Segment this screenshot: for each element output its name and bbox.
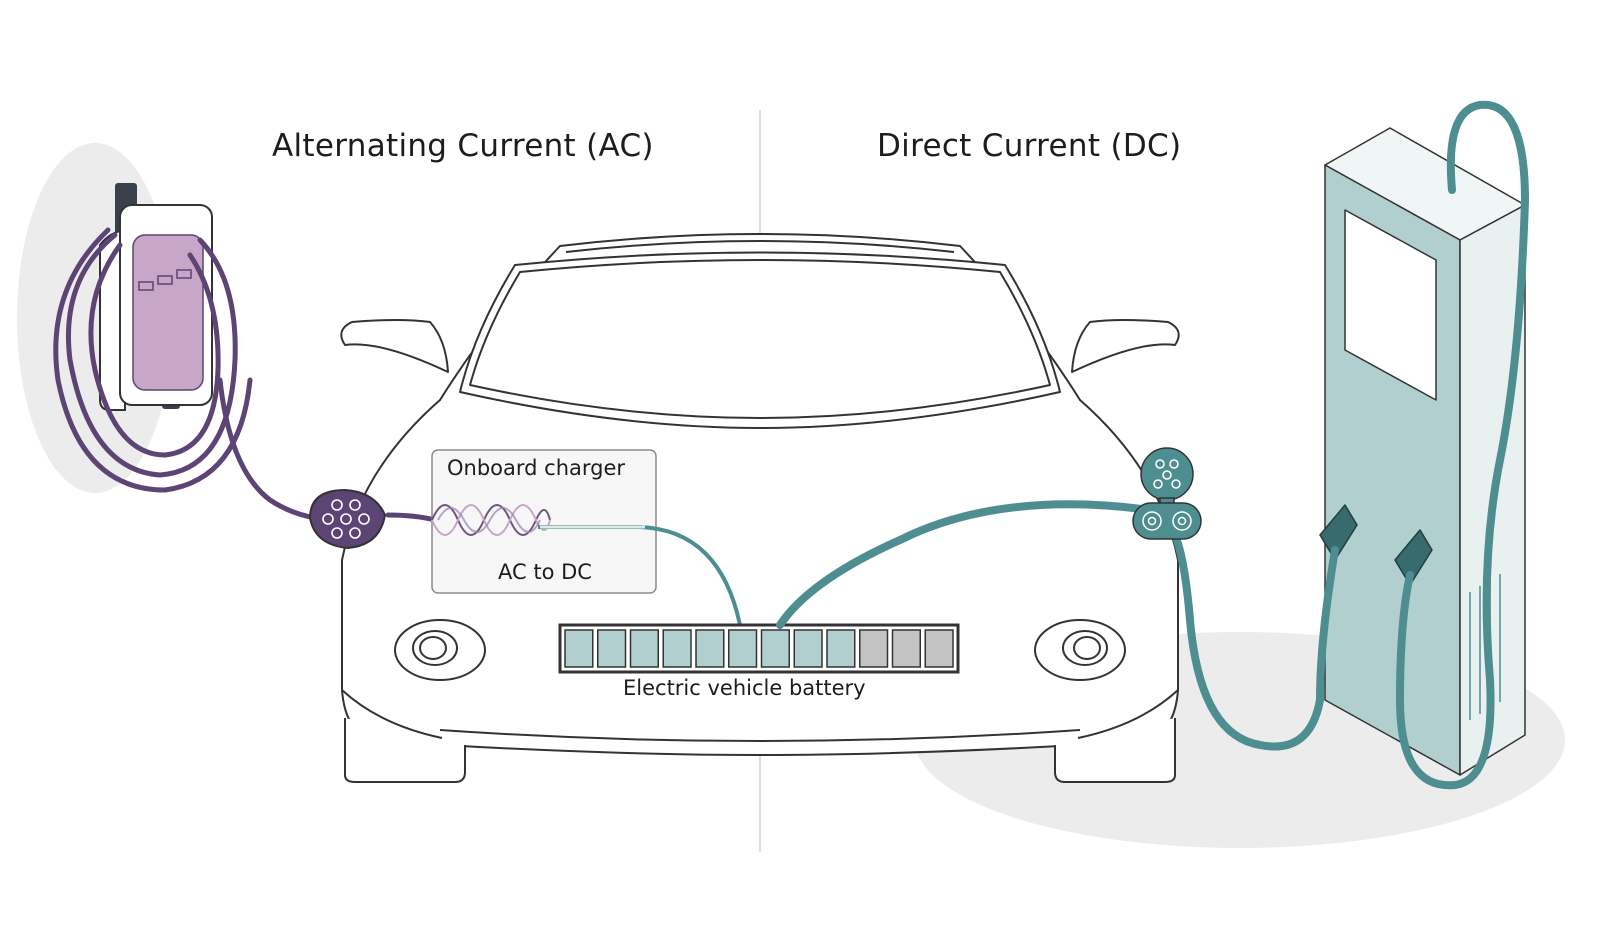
battery-cell — [629, 629, 659, 668]
battery-frame — [558, 623, 960, 674]
car-outline — [340, 233, 1180, 783]
battery-cell — [564, 629, 594, 668]
battery-cell — [924, 629, 954, 668]
dc-line-ac-side — [538, 525, 742, 626]
dc-cable — [776, 100, 1530, 790]
dc-charging-station-icon — [1319, 127, 1526, 776]
battery-cell — [793, 629, 823, 668]
battery-cell — [826, 629, 856, 668]
onboard-charger-title: Onboard charger — [447, 456, 626, 480]
battery-cell — [859, 629, 889, 668]
onboard-charger-subtitle: AC to DC — [498, 560, 592, 584]
type2-plug-icon — [308, 488, 387, 550]
ac-title: Alternating Current (AC) — [272, 128, 654, 164]
battery-cell — [760, 629, 790, 668]
battery-cell — [728, 629, 758, 668]
battery — [558, 623, 960, 674]
ccs-plug-icon — [1132, 447, 1202, 540]
battery-cell — [891, 629, 921, 668]
wall-charger-icon — [99, 183, 213, 411]
dc-title: Direct Current (DC) — [877, 128, 1182, 164]
battery-cell — [597, 629, 627, 668]
battery-label: Electric vehicle battery — [623, 676, 866, 700]
ac-sine-wave-icon — [431, 504, 551, 536]
battery-cell — [695, 629, 725, 668]
battery-cell — [662, 629, 692, 668]
